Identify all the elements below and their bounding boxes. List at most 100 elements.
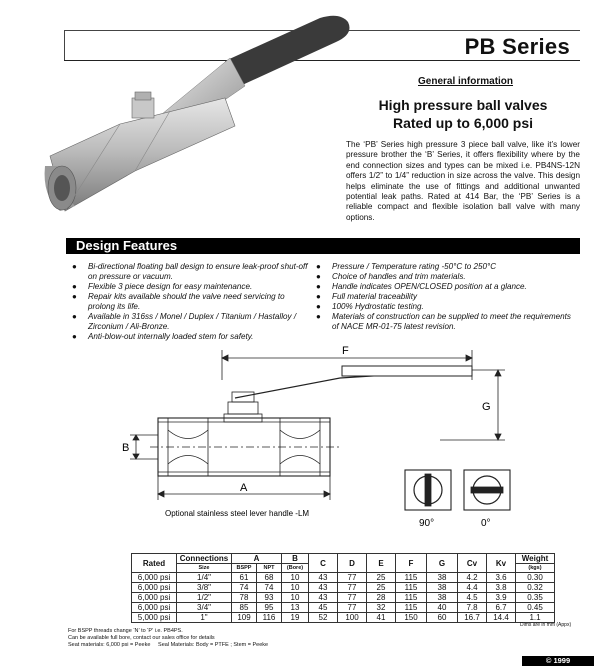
footnote: Seat materials: 6,000 psi = Peeke Seal M… — [68, 642, 269, 648]
col-weight: Weight — [515, 553, 555, 564]
cell: 25 — [366, 572, 396, 583]
cell: 6,000 psi — [131, 582, 177, 593]
col-c: C — [308, 553, 338, 573]
feature-item: Flexible 3 piece design for easy mainten… — [72, 282, 312, 292]
position-open-label: 0° — [481, 518, 491, 529]
cell: 3/8" — [176, 582, 232, 593]
cell: 77 — [337, 582, 367, 593]
position-closed-label: 90° — [419, 518, 434, 529]
col-connections-sub: Size — [176, 563, 232, 573]
design-features-title: Design Features — [76, 238, 178, 253]
cell: 116 — [256, 612, 282, 623]
feature-item: Materials of construction can be supplie… — [316, 312, 576, 332]
cell: 3.9 — [486, 592, 516, 603]
cell: 68 — [256, 572, 282, 583]
cell: 32 — [366, 602, 396, 613]
cell: 0.45 — [515, 602, 555, 613]
feature-item: Anti-blow-out internally loaded stem for… — [72, 332, 312, 342]
cell: 38 — [426, 582, 458, 593]
feature-item: Bi-directional floating ball design to e… — [72, 262, 312, 282]
cell: 60 — [426, 612, 458, 623]
cell: 1/4" — [176, 572, 232, 583]
feature-list-right: Pressure / Temperature rating -50°C to 2… — [316, 262, 576, 332]
cell: 4.4 — [457, 582, 487, 593]
general-info-heading: General information — [418, 76, 514, 87]
cell: 6.7 — [486, 602, 516, 613]
copyright-badge: © 1999 — [522, 656, 594, 666]
feature-item: Full material traceability — [316, 292, 576, 302]
cell: 3.6 — [486, 572, 516, 583]
feature-item: 100% Hydrostatic testing. — [316, 302, 576, 312]
cell: 25 — [366, 582, 396, 593]
cell: 61 — [231, 572, 257, 583]
cell: 1" — [176, 612, 232, 623]
cell: 6,000 psi — [131, 592, 177, 603]
cell: 115 — [395, 572, 427, 583]
cell: 74 — [256, 582, 282, 593]
cell: 43 — [308, 582, 338, 593]
label-g: G — [482, 401, 491, 413]
technical-drawing: F G B A Optional stainless steel lever h… — [122, 345, 511, 529]
cell: 52 — [308, 612, 338, 623]
cell: 74 — [231, 582, 257, 593]
label-f: F — [342, 345, 349, 357]
cell: 45 — [308, 602, 338, 613]
cell: 5,000 psi — [131, 612, 177, 623]
cell: 10 — [281, 572, 309, 583]
cell: 40 — [426, 602, 458, 613]
handle-grip — [225, 15, 350, 86]
col-f: F — [395, 553, 427, 573]
col-connections: Connections — [176, 553, 232, 564]
col-weight-sub: (kgs) — [515, 563, 555, 573]
cell: 7.8 — [457, 602, 487, 613]
col-a: A — [231, 553, 282, 564]
feature-item: Choice of handles and trim materials. — [316, 272, 576, 282]
cell: 93 — [256, 592, 282, 603]
footnote: For BSPP threads change ‘N’ to ‘P’ i.e. … — [68, 628, 183, 634]
cell: 85 — [231, 602, 257, 613]
label-b: B — [122, 442, 129, 454]
col-b: B — [281, 553, 309, 564]
col-kv: Kv — [486, 553, 516, 573]
cell: 77 — [337, 602, 367, 613]
cell: 6,000 psi — [131, 572, 177, 583]
cell: 115 — [395, 602, 427, 613]
col-a-bspp: BSPP — [231, 563, 257, 573]
cell: 100 — [337, 612, 367, 623]
feature-item: Available in 316ss / Monel / Duplex / Ti… — [72, 312, 312, 332]
cell: 38 — [426, 592, 458, 603]
col-a-npt: NPT — [256, 563, 282, 573]
cell: 115 — [395, 582, 427, 593]
footnote: Can be available full bore, contact our … — [68, 635, 215, 641]
table-header-row: Rated Connections A B C D E F G Cv Kv We… — [131, 553, 555, 573]
cell: 4.2 — [457, 572, 487, 583]
cell: 3/4" — [176, 602, 232, 613]
cell: 77 — [337, 592, 367, 603]
col-rated: Rated — [131, 553, 177, 573]
intro-paragraph: The ‘PB’ Series high pressure 3 piece ba… — [346, 140, 580, 222]
col-b-sub: (Bore) — [281, 563, 309, 573]
cell: 3.8 — [486, 582, 516, 593]
label-a: A — [240, 482, 248, 494]
subtitle-line-1: High pressure ball valves — [378, 97, 548, 113]
cell: 43 — [308, 572, 338, 583]
subtitle-line-2: Rated up to 6,000 psi — [392, 115, 534, 131]
cell: 0.35 — [515, 592, 555, 603]
drawing-caption: Optional stainless steel lever handle -L… — [165, 509, 309, 518]
col-e: E — [366, 553, 396, 573]
col-cv: Cv — [457, 553, 487, 573]
cell: 43 — [308, 592, 338, 603]
stem-nut — [131, 97, 155, 119]
cell: 16.7 — [457, 612, 487, 623]
col-d: D — [337, 553, 367, 573]
feature-list-left: Bi-directional floating ball design to e… — [72, 262, 312, 342]
cell: 6,000 psi — [131, 602, 177, 613]
cell: 4.5 — [457, 592, 487, 603]
col-g: G — [426, 553, 458, 573]
feature-item: Handle indicates OPEN/CLOSED position at… — [316, 282, 576, 292]
cell: 38 — [426, 572, 458, 583]
